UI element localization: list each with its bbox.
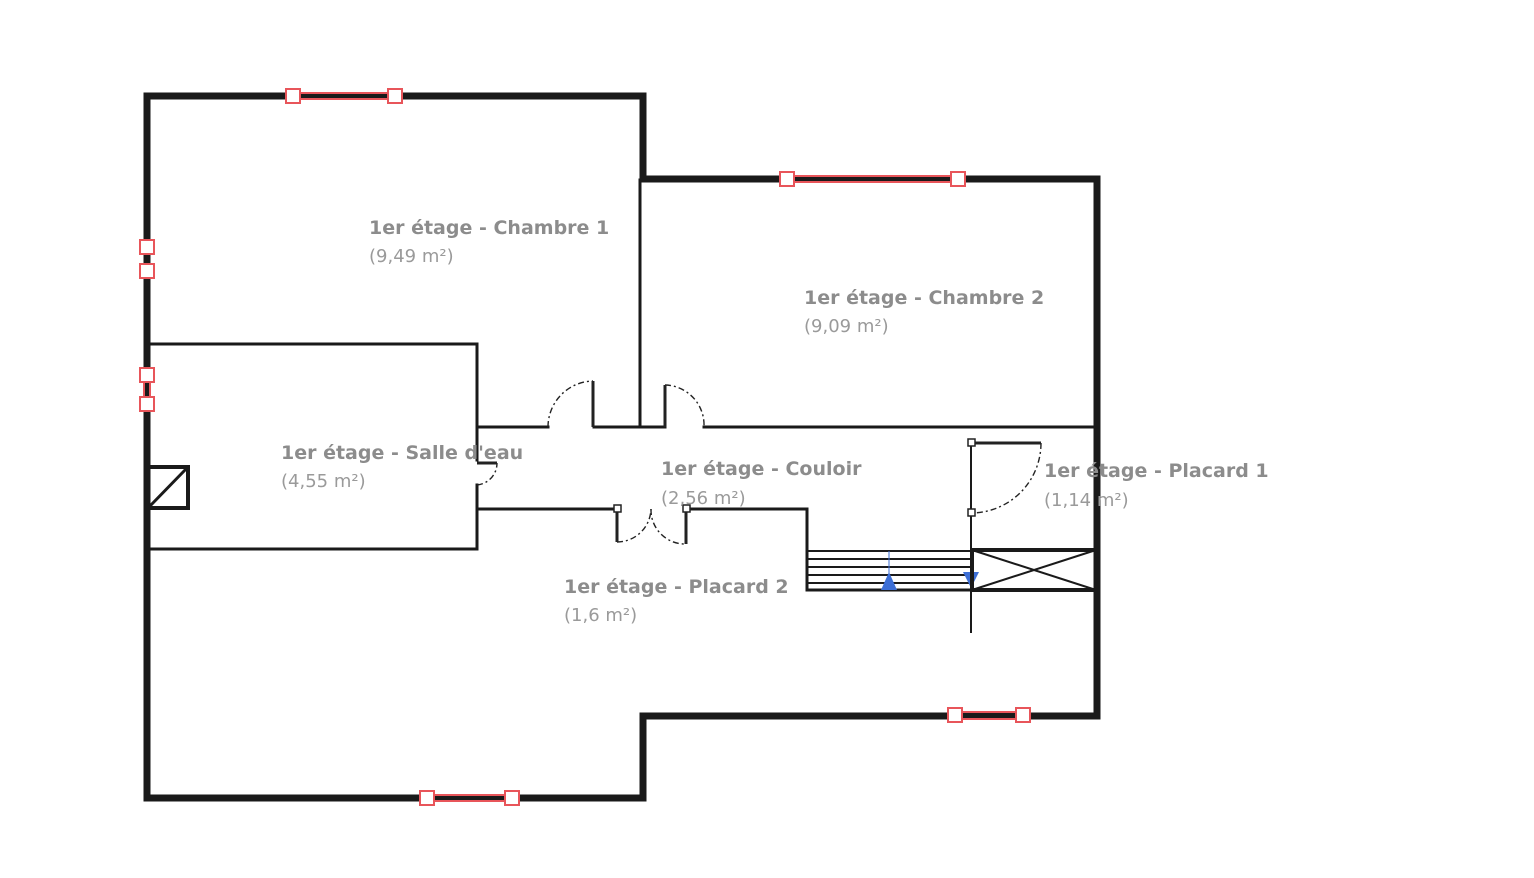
window-top-chambre2	[779, 171, 966, 187]
room-name: 1er étage - Chambre 1	[369, 217, 609, 239]
room-name: 1er étage - Placard 2	[564, 576, 789, 598]
room-label-placard1: 1er étage - Placard 1 (1,14 m²)	[1044, 460, 1269, 511]
void-box	[970, 548, 1098, 592]
door-placard2	[613, 504, 691, 545]
door-salle	[476, 461, 498, 486]
door-chambre1	[547, 380, 595, 428]
room-name: 1er étage - Placard 1	[1044, 460, 1269, 482]
window-left-chambre1	[139, 239, 155, 279]
interior-walls	[145, 178, 1099, 633]
room-area: (9,49 m²)	[369, 246, 454, 267]
room-label-couloir: 1er étage - Couloir (2,56 m²)	[661, 458, 862, 509]
doors	[476, 380, 1042, 545]
window-top-chambre1	[285, 88, 403, 104]
room-name: 1er étage - Couloir	[661, 458, 862, 480]
door-chambre2	[663, 384, 705, 428]
duct-square	[146, 465, 190, 510]
room-label-chambre1: 1er étage - Chambre 1 (9,49 m²)	[369, 217, 609, 267]
room-label-placard2: 1er étage - Placard 2 (1,6 m²)	[564, 576, 789, 626]
window-bottom	[419, 790, 520, 806]
stair-up-arrow-icon	[881, 572, 897, 590]
room-area: (1,14 m²)	[1044, 490, 1129, 511]
room-area: (1,6 m²)	[564, 605, 637, 626]
window-left-salle	[139, 367, 155, 412]
room-area: (2,56 m²)	[661, 488, 746, 509]
room-label-chambre2: 1er étage - Chambre 2 (9,09 m²)	[804, 287, 1044, 337]
room-label-salle-eau: 1er étage - Salle d'eau (4,55 m²)	[281, 442, 523, 492]
staircase	[805, 550, 979, 592]
outer-walls	[143, 92, 1101, 802]
room-area: (9,09 m²)	[804, 316, 889, 337]
room-name: 1er étage - Salle d'eau	[281, 442, 523, 464]
door-placard1	[967, 438, 1042, 517]
room-area: (4,55 m²)	[281, 471, 366, 492]
room-name: 1er étage - Chambre 2	[804, 287, 1044, 309]
window-right-bottom	[947, 707, 1031, 723]
windows	[139, 88, 1031, 806]
